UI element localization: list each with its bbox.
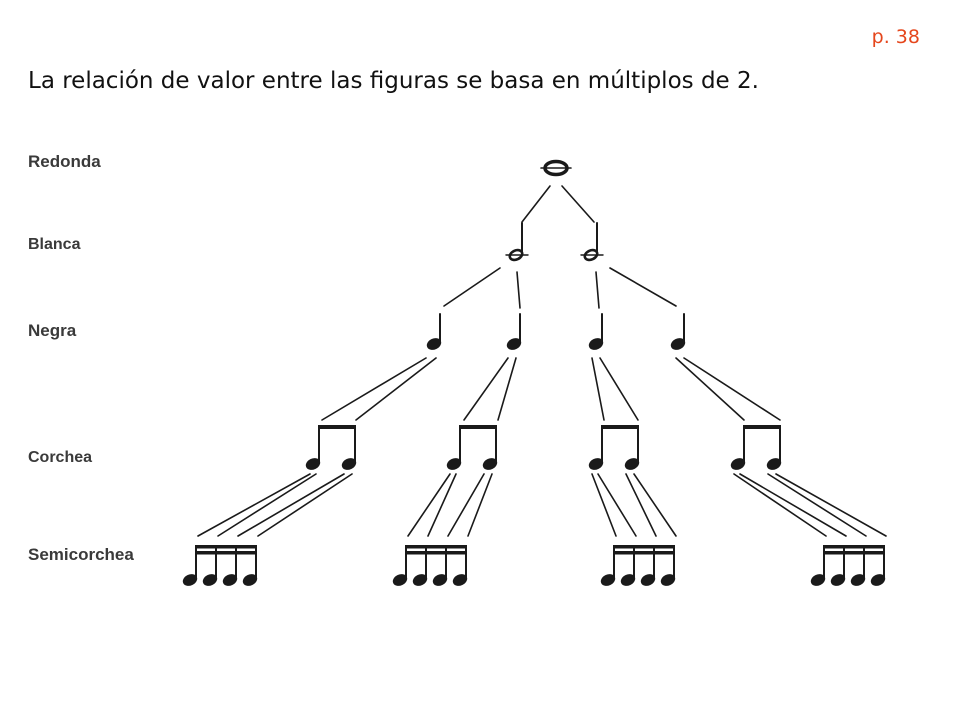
label-redonda: Redonda [28,152,101,171]
eighth-note-pair-icon [305,425,357,470]
quarter-note-icon [426,313,442,350]
eighth-note-pair-icon [588,425,640,470]
sixteenth-note-group-icon [392,545,468,586]
label-corchea: Corchea [28,449,93,466]
half-note-icon [580,222,604,262]
quarter-note-icon [506,313,522,350]
label-semicorchea: Semicorchea [28,545,134,564]
label-blanca: Blanca [28,236,81,253]
half-note-icon [505,222,529,262]
sixteenth-note-group-icon [810,545,886,586]
eighth-note-pair-icon [446,425,498,470]
sixteenth-note-group-icon [600,545,676,586]
quarter-note-icon [670,313,686,350]
slide-title: La relación de valor entre las figuras s… [28,68,759,94]
whole-note-icon [540,159,572,177]
page-number: p. 38 [871,26,920,48]
sixteenth-note-group-icon [182,545,258,586]
quarter-note-icon [588,313,604,350]
eighth-note-pair-icon [730,425,782,470]
label-negra: Negra [28,321,77,340]
connector-lines [197,185,887,537]
